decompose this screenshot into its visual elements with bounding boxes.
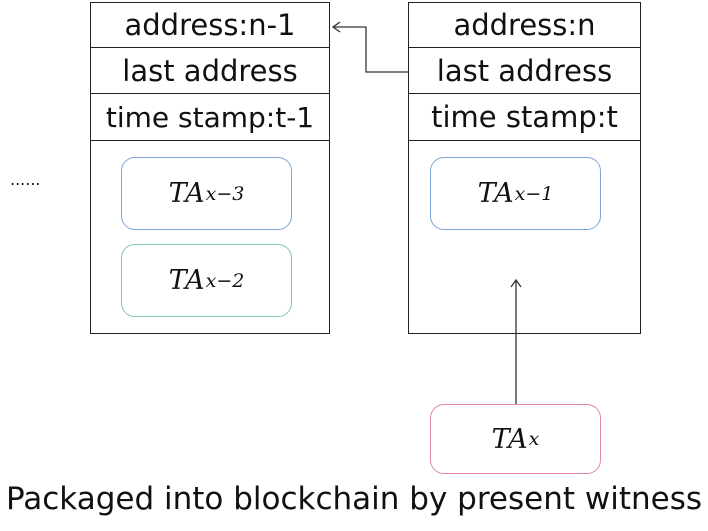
transaction-left-1-sub: x−3 [205, 182, 245, 205]
transaction-right-1-sub: x−1 [514, 182, 554, 205]
arrowhead-package-transaction [510, 278, 522, 288]
transaction-left-2-base: TA [168, 265, 205, 296]
block-left-last-address: last address [91, 48, 329, 94]
transaction-left-1-base: TA [168, 178, 205, 209]
arrow-link-previous-block [333, 26, 408, 73]
ellipsis: ...... [10, 170, 41, 189]
diagram-caption: Packaged into blockchain by present witn… [5, 481, 703, 517]
transaction-right-1-base: TA [477, 178, 514, 209]
block-right-time-stamp: time stamp:t [409, 94, 640, 141]
block-right-last-address: last address [409, 48, 640, 94]
arrowhead-link-previous-block [331, 21, 341, 33]
transaction-left-2-sub: x−2 [205, 269, 245, 292]
block-left-time-stamp: time stamp:t-1 [91, 94, 329, 141]
transaction-new-base: TA [491, 423, 528, 455]
block-left-address: address:n-1 [91, 3, 329, 48]
block-right-address: address:n [409, 3, 640, 48]
transaction-new-sub: x [528, 428, 540, 450]
